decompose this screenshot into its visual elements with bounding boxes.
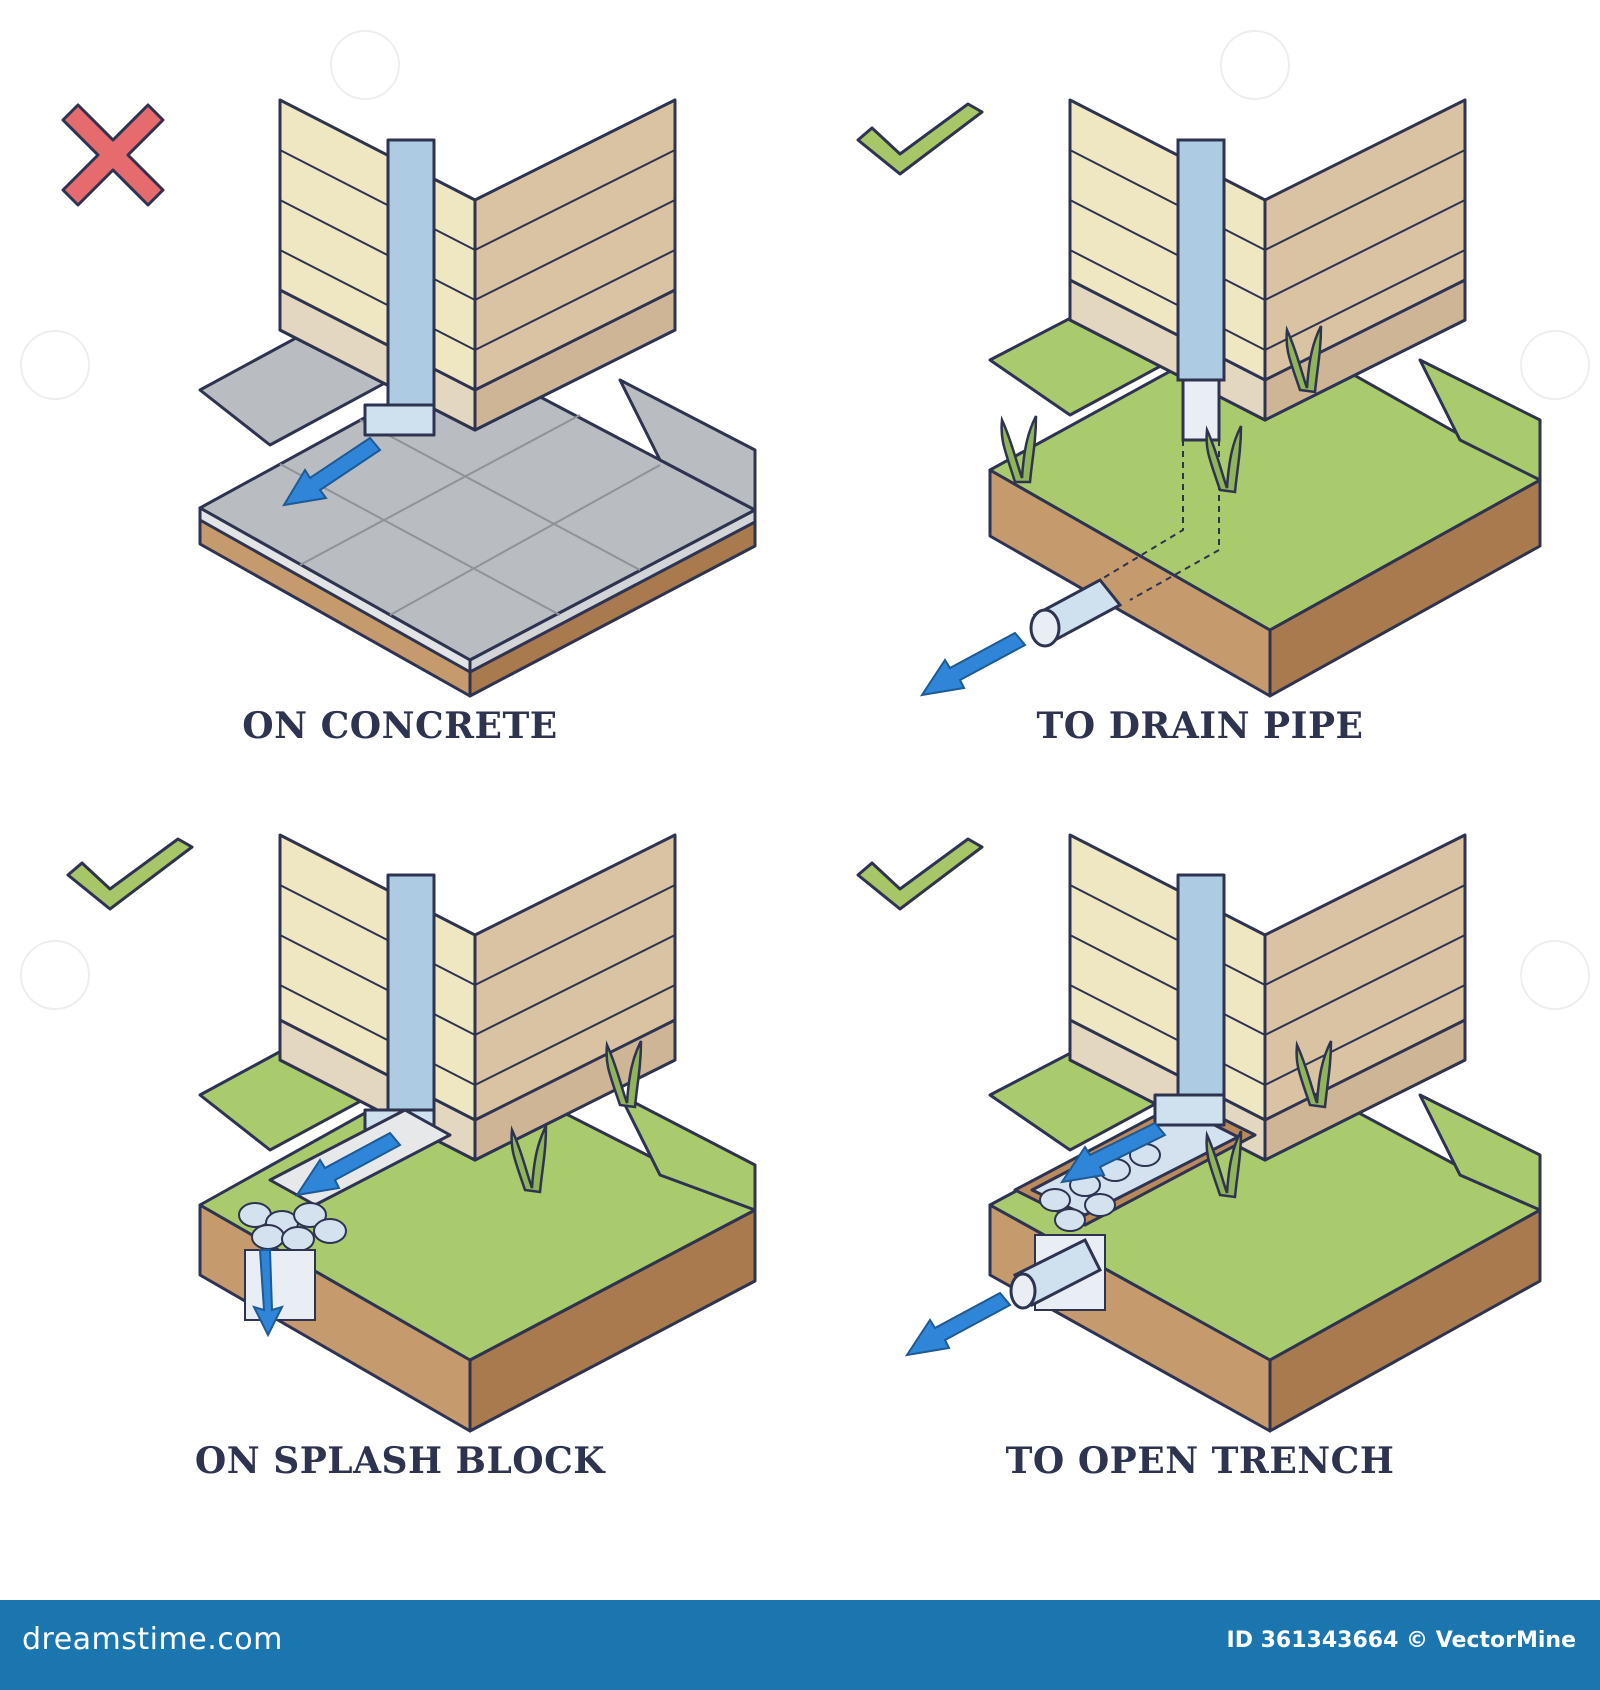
panel-label: ON SPLASH BLOCK — [194, 1440, 606, 1482]
watermark-icon — [20, 330, 90, 400]
image-id: ID 361343664 © VectorMine — [1226, 1628, 1576, 1653]
check-icon — [856, 102, 984, 176]
watermark-icon — [330, 30, 400, 100]
panel-on-splash-block: ON SPLASH BLOCK — [0, 795, 800, 1530]
panel-label: ON CONCRETE — [242, 705, 558, 747]
cross-icon — [61, 103, 165, 207]
watermark-icon — [1520, 330, 1590, 400]
check-icon — [856, 837, 984, 911]
panel-to-open-trench: TO OPEN TRENCH — [800, 795, 1600, 1530]
panel-label: TO DRAIN PIPE — [1036, 705, 1364, 747]
watermark-icon — [1220, 30, 1290, 100]
panel-label: TO OPEN TRENCH — [1005, 1440, 1395, 1482]
check-icon — [66, 837, 194, 911]
panel-to-drain-pipe: TO DRAIN PIPE — [800, 60, 1600, 795]
watermark-icon — [20, 940, 90, 1010]
site-link[interactable]: dreamstime.com — [22, 1622, 283, 1657]
footer-bar: dreamstime.com ID 361343664 © VectorMine — [0, 1600, 1600, 1690]
watermark-icon — [1520, 940, 1590, 1010]
panel-on-concrete: ON CONCRETE — [0, 60, 800, 795]
